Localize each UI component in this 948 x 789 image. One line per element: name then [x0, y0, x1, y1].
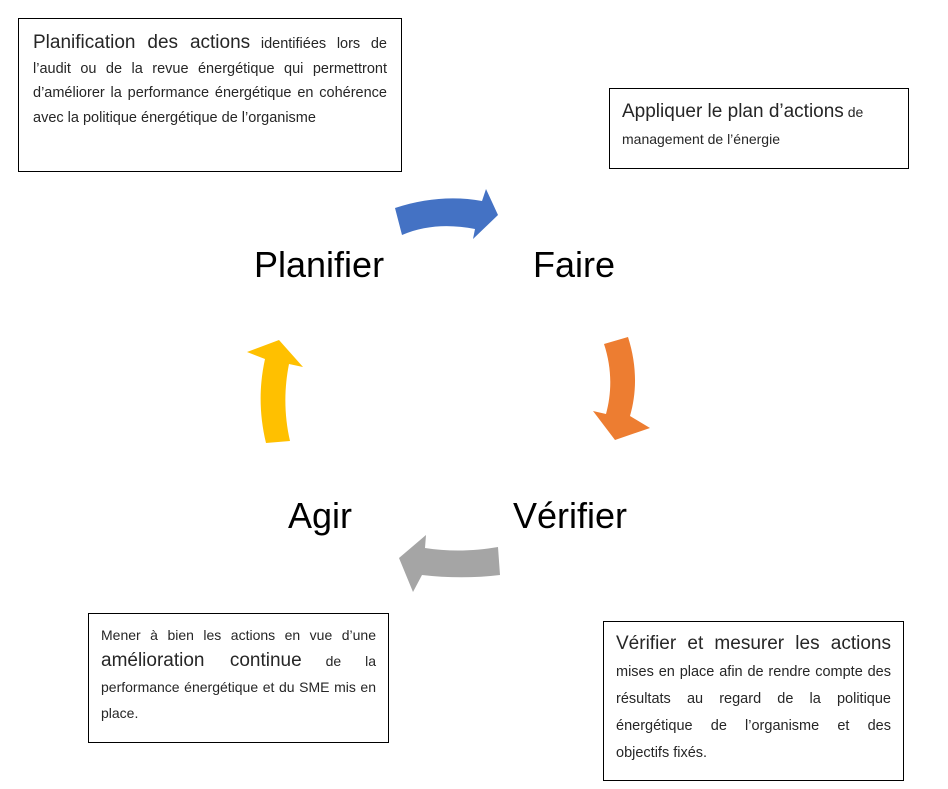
plan-description: Planification des actions identifiées lo… — [33, 31, 387, 130]
act-lead: amélioration continue — [101, 650, 302, 671]
stage-label-check: Vérifier — [513, 495, 628, 536]
arrow-do-to-check — [593, 337, 650, 440]
plan-description-box: Planification des actions identifiées lo… — [18, 18, 402, 172]
check-description-box: Vérifier et mesurer les actions mises en… — [603, 621, 904, 781]
act-description: Mener à bien les actions en vue d’une am… — [101, 622, 376, 726]
act-text: de la performance énergétique et du SME … — [101, 653, 376, 721]
plan-lead: Planification des actions — [33, 32, 251, 53]
act-description-box: Mener à bien les actions en vue d’une am… — [88, 613, 389, 743]
check-description: Vérifier et mesurer les actions mises en… — [616, 630, 891, 767]
do-text: de management de l’énergie — [622, 104, 864, 147]
arrow-act-to-plan — [247, 340, 303, 443]
plan-text: identifiées lors de l’audit ou de la rev… — [33, 36, 387, 126]
check-text: mises en place afin de rendre compte des… — [616, 664, 891, 761]
stage-label-act: Agir — [288, 495, 353, 536]
stage-label-do: Faire — [533, 244, 616, 285]
arrow-check-to-act — [399, 535, 500, 592]
arrow-plan-to-do — [395, 189, 498, 239]
do-lead: Appliquer le plan d’actions — [622, 101, 844, 122]
do-description: Appliquer le plan d’actions de managemen… — [622, 99, 896, 153]
do-description-box: Appliquer le plan d’actions de managemen… — [609, 88, 909, 169]
check-lead: Vérifier et mesurer les actions — [616, 633, 891, 654]
stage-label-plan: Planifier — [254, 244, 385, 285]
act-pre: Mener à bien les actions en vue d’une — [101, 627, 376, 643]
